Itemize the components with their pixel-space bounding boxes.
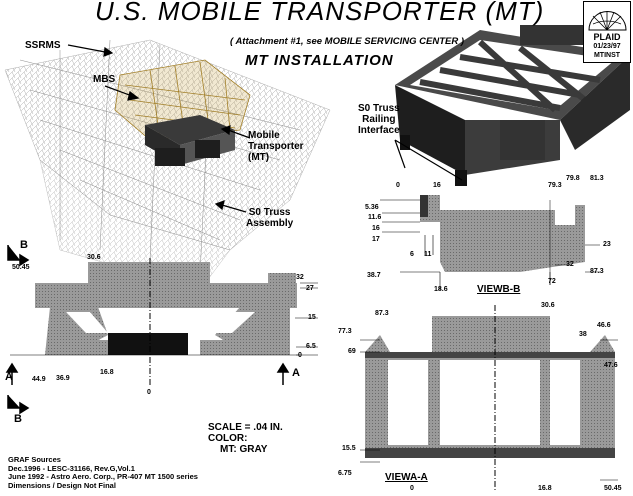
viewa-dim: 30.6 — [541, 302, 555, 309]
logo-date: 01/23/97 — [593, 43, 621, 50]
logo-code: MTINST — [593, 52, 621, 59]
viewa-dim: 69 — [348, 348, 356, 355]
callout-ssrms: SSRMS — [25, 40, 61, 51]
front-elevation — [10, 258, 300, 385]
front-dim: 32 — [296, 274, 304, 281]
section-marker-b-top: B — [20, 239, 28, 251]
front-dim: 36.9 — [56, 375, 70, 382]
section-marker-a-left: A — [5, 371, 13, 383]
subtitle: ( Attachment #1, see MOBILE SERVICING CE… — [230, 36, 465, 47]
viewb-dim: 18.6 — [434, 286, 448, 293]
viewa-dim: 46.6 — [597, 322, 611, 329]
viewa-dim: 38 — [579, 331, 587, 338]
dimension-lines — [295, 199, 618, 481]
viewa-dim: 15.5 — [342, 445, 356, 452]
view-b-label: VIEWB-B — [477, 284, 521, 295]
viewb-dim: 6 — [410, 251, 414, 258]
scale-line: SCALE = .04 IN. — [208, 422, 283, 433]
front-dim: 15 — [308, 314, 316, 321]
note-line: June 1992 - Astro Aero. Corp., PR-407 MT… — [8, 472, 198, 481]
install-heading: MT INSTALLATION — [245, 52, 394, 69]
globe-icon — [588, 11, 627, 31]
viewb-dim: 5.36 — [365, 204, 379, 211]
view-a-a — [365, 305, 615, 490]
section-marker-a-right: A — [292, 367, 300, 379]
viewb-dim: 23 — [603, 241, 611, 248]
section-marker-b-bottom: B — [14, 413, 22, 425]
viewb-dim: 17 — [372, 236, 380, 243]
viewa-dim: 0 — [410, 485, 414, 492]
front-dim: 27 — [306, 285, 314, 292]
viewb-dim: 79.3 — [548, 182, 562, 189]
source-notes: GRAF Sources Dec.1996 - LESC-31166, Rev.… — [8, 455, 198, 490]
viewb-dim: 32 — [566, 261, 574, 268]
front-dim: 50.45 — [12, 264, 30, 271]
viewb-dim: 72 — [548, 278, 556, 285]
viewb-dim: 38.7 — [367, 272, 381, 279]
viewa-dim: 50.45 — [604, 485, 622, 492]
viewb-dim: 16 — [433, 182, 441, 189]
color-value: MT: GRAY — [220, 444, 268, 455]
view-b-b — [420, 195, 585, 285]
viewb-dim: 79.8 — [566, 175, 580, 182]
viewb-dim: 11.6 — [368, 214, 382, 221]
viewa-dim: 87.3 — [375, 310, 389, 317]
note-line: GRAF Sources — [8, 455, 61, 464]
section-arrows — [5, 245, 290, 415]
viewb-dim: 16 — [372, 225, 380, 232]
viewa-dim: 16.8 — [538, 485, 552, 492]
color-heading: COLOR: — [208, 433, 248, 444]
callout-leaders — [67, 44, 463, 213]
front-dim: 30.6 — [87, 254, 101, 261]
note-line: Dimensions / Design Not Final — [8, 480, 116, 490]
viewb-dim: 11 — [424, 251, 432, 258]
front-dim: 44.9 — [32, 376, 46, 383]
viewb-dim: 81.3 — [590, 175, 604, 182]
view-a-label: VIEWA-A — [385, 472, 428, 483]
scale-block: SCALE = .04 IN. COLOR: MT: GRAY — [208, 422, 283, 455]
note-line: Dec.1996 - LESC-31166, Rev.G,Vol.1 — [8, 463, 135, 473]
viewa-dim: 77.3 — [338, 328, 352, 335]
viewb-dim: 0 — [396, 182, 400, 189]
front-dim: 16.8 — [100, 369, 114, 376]
viewa-dim: 47.6 — [604, 362, 618, 369]
mt-iso-small — [145, 115, 235, 166]
viewb-dim: 87.3 — [590, 268, 604, 275]
front-dim: 0 — [298, 352, 302, 359]
logo-name: PLAID — [593, 32, 621, 42]
mt-iso-large — [395, 25, 630, 186]
front-dim: 0 — [147, 389, 151, 396]
front-dim: 6.5 — [306, 343, 316, 350]
plaid-logo: PLAID 01/23/97 MTINST — [583, 1, 631, 63]
callout-mbs: MBS — [93, 74, 116, 85]
page-title: U.S. MOBILE TRANSPORTER (MT) — [95, 0, 545, 26]
viewa-dim: 6.75 — [338, 470, 352, 477]
